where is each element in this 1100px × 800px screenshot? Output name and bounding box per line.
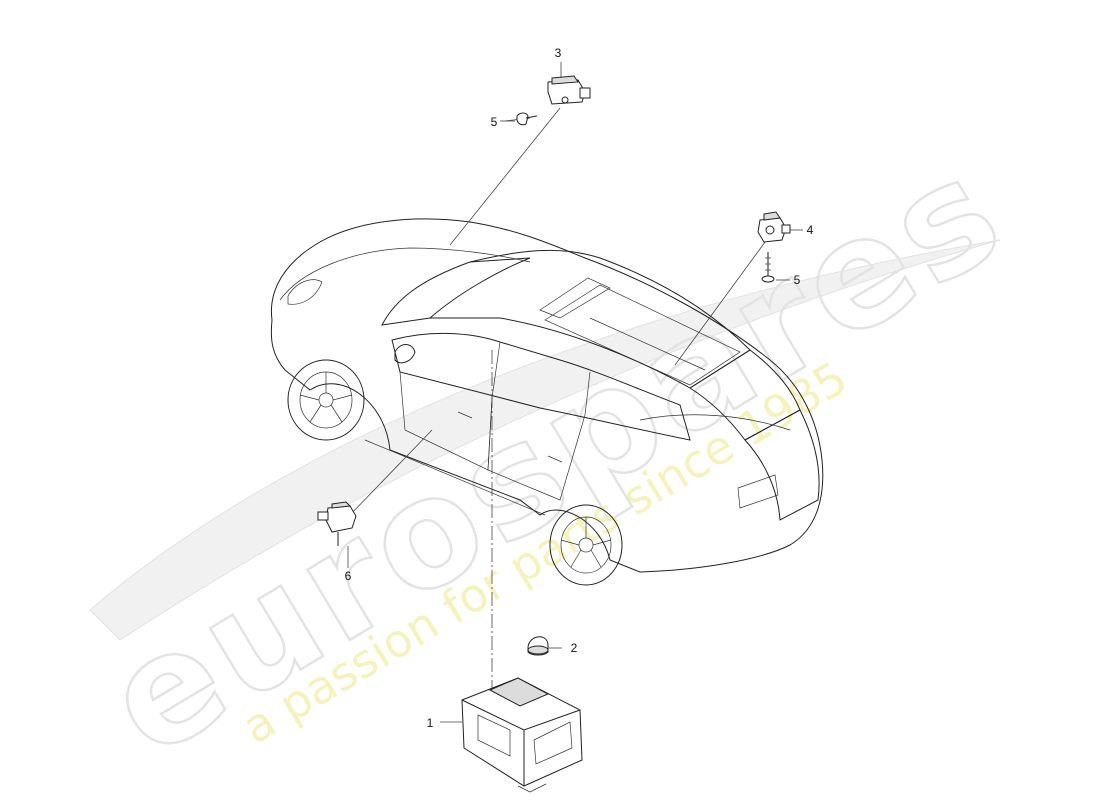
vehicle-mirror (394, 344, 416, 364)
callout-6: 6 (345, 569, 352, 583)
vehicle-drawing (270, 218, 824, 586)
vehicle-rear-wheel (549, 504, 623, 586)
vehicle-rear-spoiler (639, 414, 791, 431)
vehicle-sunroof (544, 284, 741, 386)
leader-part-3 (449, 107, 561, 246)
vehicle-roof-rail (589, 317, 706, 371)
callout-5-top: 5 (491, 115, 498, 129)
vehicle-sunroof-front (539, 277, 611, 319)
callout-2: 2 (571, 641, 578, 655)
callouts: 3 5 4 5 6 2 1 (345, 46, 814, 730)
watermark: eurospares a passion for parts since 198… (78, 121, 1035, 792)
callout-5-right: 5 (794, 273, 801, 287)
part-5-screw-right (761, 252, 775, 283)
part-1-control-unit (440, 677, 583, 793)
vehicle-handle-front (457, 411, 473, 419)
vehicle-b-pillar (491, 341, 501, 399)
part-4-crash-sensor (757, 211, 791, 243)
vehicle-hood (279, 247, 531, 301)
watermark-swoosh (89, 239, 1001, 641)
leader-part-6 (349, 429, 433, 516)
vehicle-roof (430, 249, 751, 389)
part-3-crash-sensor (547, 75, 591, 105)
callout-1: 1 (427, 716, 434, 730)
vehicle-tailgate (744, 409, 820, 521)
part-6-side-sensor (317, 501, 357, 546)
vehicle-handle-rear (547, 455, 563, 463)
callout-3: 3 (555, 46, 562, 60)
callout-4: 4 (807, 223, 814, 237)
vehicle-windscreen (381, 257, 531, 326)
leader-part-4 (674, 237, 769, 366)
vehicle-license-plate (737, 474, 779, 509)
vehicle-headlight (287, 279, 323, 305)
part-5-screw-top (516, 112, 538, 126)
vehicle-body-outline (270, 218, 824, 573)
part-2-cap (527, 636, 562, 656)
vehicle-c-pillar (584, 371, 591, 416)
vehicle-front-wheel (287, 359, 365, 441)
vehicle-sill (364, 439, 546, 516)
watermark-brand: eurospares (79, 122, 1033, 791)
vehicle-rear-door (487, 397, 586, 501)
